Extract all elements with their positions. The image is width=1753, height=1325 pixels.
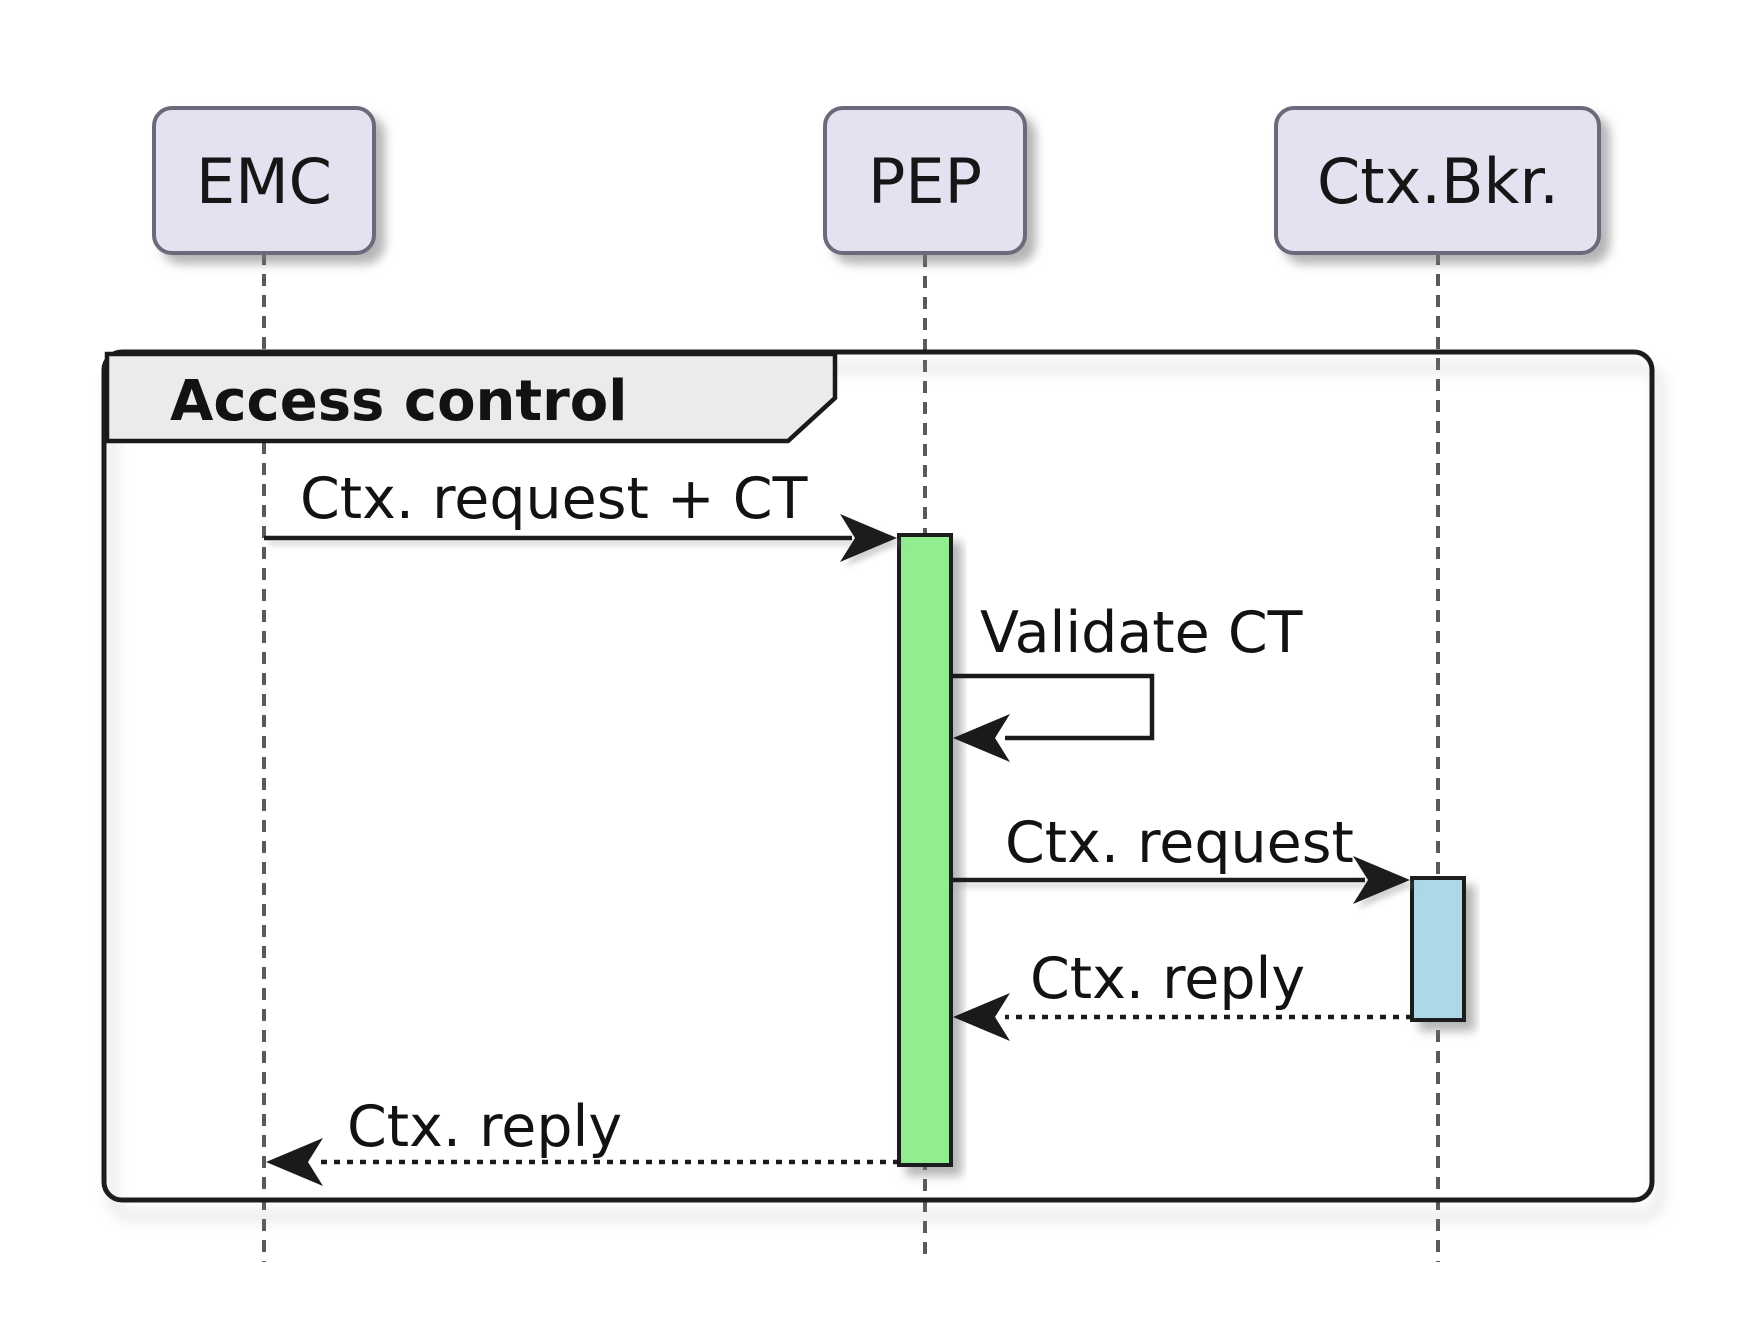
- message-ctx-reply-broker: Ctx. reply: [953, 946, 1412, 1041]
- frame-title: Access control: [170, 369, 627, 434]
- participant-ctxbkr-label: Ctx.Bkr.: [1317, 145, 1559, 218]
- message-ctx-request: Ctx. request: [951, 810, 1410, 904]
- frame-border: [101, 349, 1655, 1203]
- participant-emc-box: [152, 106, 376, 255]
- message-ctx-request-ct-label: Ctx. request + CT: [300, 466, 808, 532]
- activation-bar-ctxbkr: [1410, 876, 1466, 1022]
- message-validate-ct-arrowhead-icon: [953, 714, 1010, 762]
- participant-pep-box: [823, 106, 1027, 255]
- participant-ctxbkr-box: [1274, 106, 1601, 255]
- message-ctx-reply-emc-label: Ctx. reply: [347, 1094, 622, 1160]
- message-ctx-reply-emc-arrowhead-icon: [266, 1138, 323, 1186]
- participant-pep-label: PEP: [868, 145, 982, 218]
- message-ctx-reply-emc: Ctx. reply: [266, 1094, 899, 1186]
- message-ctx-request-ct-arrowhead-icon: [840, 514, 897, 562]
- message-validate-ct-label: Validate CT: [980, 600, 1303, 666]
- frame-access-control: Access control: [101, 349, 1655, 1203]
- participant-emc-label: EMC: [196, 145, 332, 218]
- participant-pep: PEP: [823, 106, 1027, 255]
- message-validate-ct: Validate CT: [951, 600, 1303, 762]
- message-ctx-reply-broker-label: Ctx. reply: [1030, 946, 1305, 1012]
- message-ctx-reply-broker-arrowhead-icon: [953, 993, 1010, 1041]
- message-ctx-request-ct: Ctx. request + CT: [264, 466, 897, 562]
- message-ctx-request-label: Ctx. request: [1005, 810, 1354, 876]
- frame-title-tab: [104, 351, 838, 444]
- participant-ctxbkr: Ctx.Bkr.: [1274, 106, 1601, 255]
- activation-bar-pep: [897, 533, 953, 1167]
- participant-emc: EMC: [152, 106, 376, 255]
- message-validate-ct-loop-line: [951, 673, 1155, 741]
- message-ctx-request-arrowhead-icon: [1353, 856, 1410, 904]
